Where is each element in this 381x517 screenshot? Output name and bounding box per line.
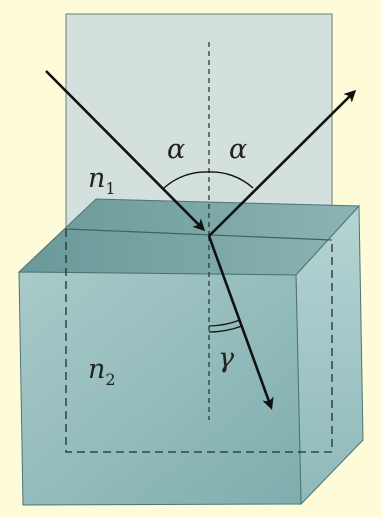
plane-surface-line (65, 228, 333, 241)
incident-ray (45, 70, 206, 232)
cube-front-face (18, 271, 302, 506)
refraction-angle-arc-2 (208, 325, 243, 333)
medium1-symbol: n (88, 163, 105, 194)
medium1-index: 1 (105, 179, 115, 198)
incidence-angle-arc (163, 171, 210, 189)
refraction-angle-arc-1 (208, 319, 241, 327)
reflection-angle-arc (208, 171, 254, 189)
refracted-ray (207, 235, 274, 410)
medium2-index: 2 (105, 370, 115, 389)
medium2-symbol: n (88, 354, 105, 385)
medium2-label: n2 (88, 354, 116, 389)
medium1-label: n1 (88, 163, 116, 198)
refraction-angle-label: γ (218, 343, 235, 374)
reflected-ray (208, 89, 357, 237)
reflection-angle-label: α (229, 134, 247, 165)
plane-hidden-edges (65, 229, 333, 453)
incidence-angle-label: α (167, 134, 185, 165)
